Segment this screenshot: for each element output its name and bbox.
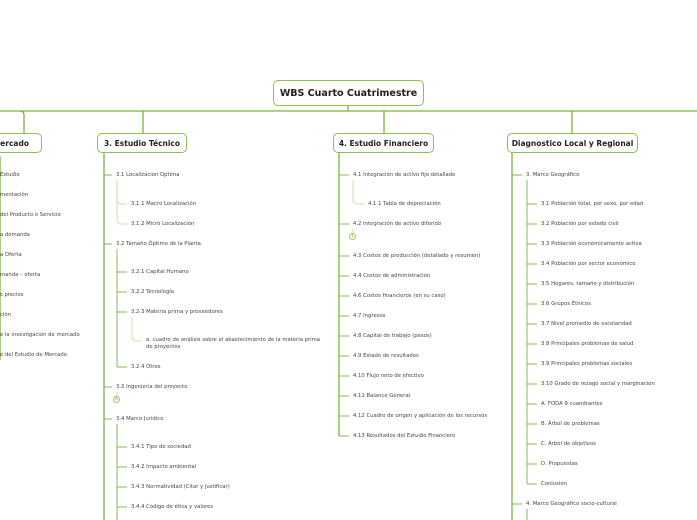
diagnostico-subitem[interactable]: 3.9 Principales problemas sociales (541, 361, 633, 367)
financiero-item[interactable]: 4.9 Estado de resultados (353, 353, 419, 359)
financiero-item[interactable]: 4.13 Resultados del Estudio Financiero (353, 433, 456, 439)
root-label: WBS Cuarto Cuatrimestre (279, 87, 418, 99)
financiero-item[interactable]: 4.1.1 Tabla de depreciación (368, 201, 441, 207)
mercado-item[interactable]: s precios (0, 292, 24, 298)
diagnostico-item[interactable]: 3. Marco Geográfico (526, 172, 580, 178)
diagnostico-subitem[interactable]: B. Árbol de problemas (541, 421, 600, 427)
diagnostico-subitem[interactable]: D. Propuestas (541, 461, 578, 467)
mercado-item[interactable]: a Oferta (0, 252, 22, 258)
branch-node-estudio-financiero[interactable]: 4. Estudio Financiero (333, 133, 434, 153)
tecnico-item[interactable]: 3.3 Ingeniería del proyecto (116, 384, 188, 390)
financiero-item[interactable]: 4.12 Cuadro de origen y aplicación de lo… (353, 413, 488, 419)
tecnico-item[interactable]: 3.4 Marco Jurídico (116, 416, 164, 422)
tecnico-item[interactable]: 3.1.1 Macro Localización (131, 201, 197, 207)
tecnico-item[interactable]: 3.2.3 Materia prima y proveedores (131, 309, 223, 315)
tecnico-item[interactable]: a. cuadro de análisis sobre el abastecim… (146, 337, 321, 350)
branch-node-diagnostico[interactable]: Diagnostico Local y Regional (507, 133, 638, 153)
collapse-toggle[interactable]: 6 (113, 396, 120, 403)
tecnico-item[interactable]: 3.4.2 Impacto ambiental (131, 464, 197, 470)
mercado-item[interactable]: a demanda (0, 232, 30, 238)
tecnico-item[interactable]: 3.1 Localización Optima (116, 172, 180, 178)
branch-label: Diagnostico Local y Regional (511, 138, 634, 148)
diagnostico-subitem[interactable]: 3.6 Grupos Étnicos (541, 301, 591, 307)
financiero-item[interactable]: 4.1 Integración de activo fijo detallado (353, 172, 456, 178)
mercado-item[interactable]: e del Estudio de Mercado (0, 352, 67, 358)
branch-label: Mercado (0, 138, 29, 148)
financiero-item[interactable]: 4.4 Costos de administración (353, 273, 431, 279)
financiero-item[interactable]: 4.11 Balance General (353, 393, 411, 399)
mercado-item[interactable]: manda – oferta (0, 272, 41, 278)
tecnico-item[interactable]: 3.4.4 Código de ética y valores (131, 504, 214, 510)
tecnico-item[interactable]: 3.2.4 Otros (131, 364, 161, 370)
diagnostico-subitem[interactable]: C. Árbol de objetivos (541, 441, 596, 447)
tecnico-item[interactable]: 3.4.1 Tipo de sociedad (131, 444, 191, 450)
branch-node-estudio-tecnico[interactable]: 3. Estudio Técnico (97, 133, 187, 153)
diagnostico-subitem[interactable]: 3.10 Grado de rezago social y marginacio… (541, 381, 655, 387)
financiero-item[interactable]: 4.7 Ingresos (353, 313, 386, 319)
diagnostico-subitem[interactable]: 3.7 Nivel promedio de escolaridad (541, 321, 632, 327)
diagnostico-subitem[interactable]: 3.2 Población por estado civil (541, 221, 619, 227)
diagnostico-subitem[interactable]: 3.5 Hogares, tamaño y distribución (541, 281, 635, 287)
mercado-item[interactable]: mentación (0, 192, 29, 198)
financiero-item[interactable]: 4.2 Integración de activo diferido (353, 221, 442, 227)
diagnostico-subitem[interactable]: 3.3 Población económicamente activa (541, 241, 642, 247)
tecnico-item[interactable]: 3.2.1 Capital Humano (131, 269, 189, 275)
financiero-item[interactable]: 4.6 Costos financieros (en su caso) (353, 293, 446, 299)
diagnostico-subitem[interactable]: 3.4 Población por sector económico (541, 261, 636, 267)
diagnostico-subitem[interactable]: A. FODA 9 cuandrantes (541, 401, 603, 407)
collapse-toggle[interactable]: 1 (349, 233, 356, 240)
branch-label: 3. Estudio Técnico (103, 138, 181, 148)
diagnostico-subitem[interactable]: 3.8 Principales problemas de salud (541, 341, 634, 347)
mercado-item[interactable]: del Producto o Servicio (0, 212, 61, 218)
tecnico-item[interactable]: 3.4.3 Normatividad (Citar y justificar) (131, 484, 230, 490)
financiero-item[interactable]: 4.10 Flujo neto de efectivo (353, 373, 424, 379)
diagnostico-subitem[interactable]: Conlusión (541, 481, 567, 487)
root-node[interactable]: WBS Cuarto Cuatrimestre (273, 80, 424, 106)
diagnostico-subitem[interactable]: 3.1 Población total, por sexo, por edad (541, 201, 644, 207)
diagnostico-item[interactable]: 4. Marco Geográfico socio-cultural (526, 501, 617, 507)
tecnico-item[interactable]: 3.2.2 Tecnología (131, 289, 175, 295)
mercado-item[interactable]: ción (0, 312, 11, 318)
tecnico-item[interactable]: 3.2 Tamaño Óptimo de la Planta (116, 241, 201, 247)
mercado-item[interactable]: e la investigación de mercado (0, 332, 80, 338)
financiero-item[interactable]: 4.8 Capital de trabajo (pesos) (353, 333, 432, 339)
branch-node-mercado[interactable]: Mercado (0, 133, 42, 153)
tecnico-item[interactable]: 3.1.2 Micro Localización (131, 221, 195, 227)
financiero-item[interactable]: 4.3 Costos de producción (detallado y re… (353, 253, 481, 259)
branch-label: 4. Estudio Financiero (338, 138, 429, 148)
mercado-item[interactable]: Estudio (0, 172, 20, 178)
